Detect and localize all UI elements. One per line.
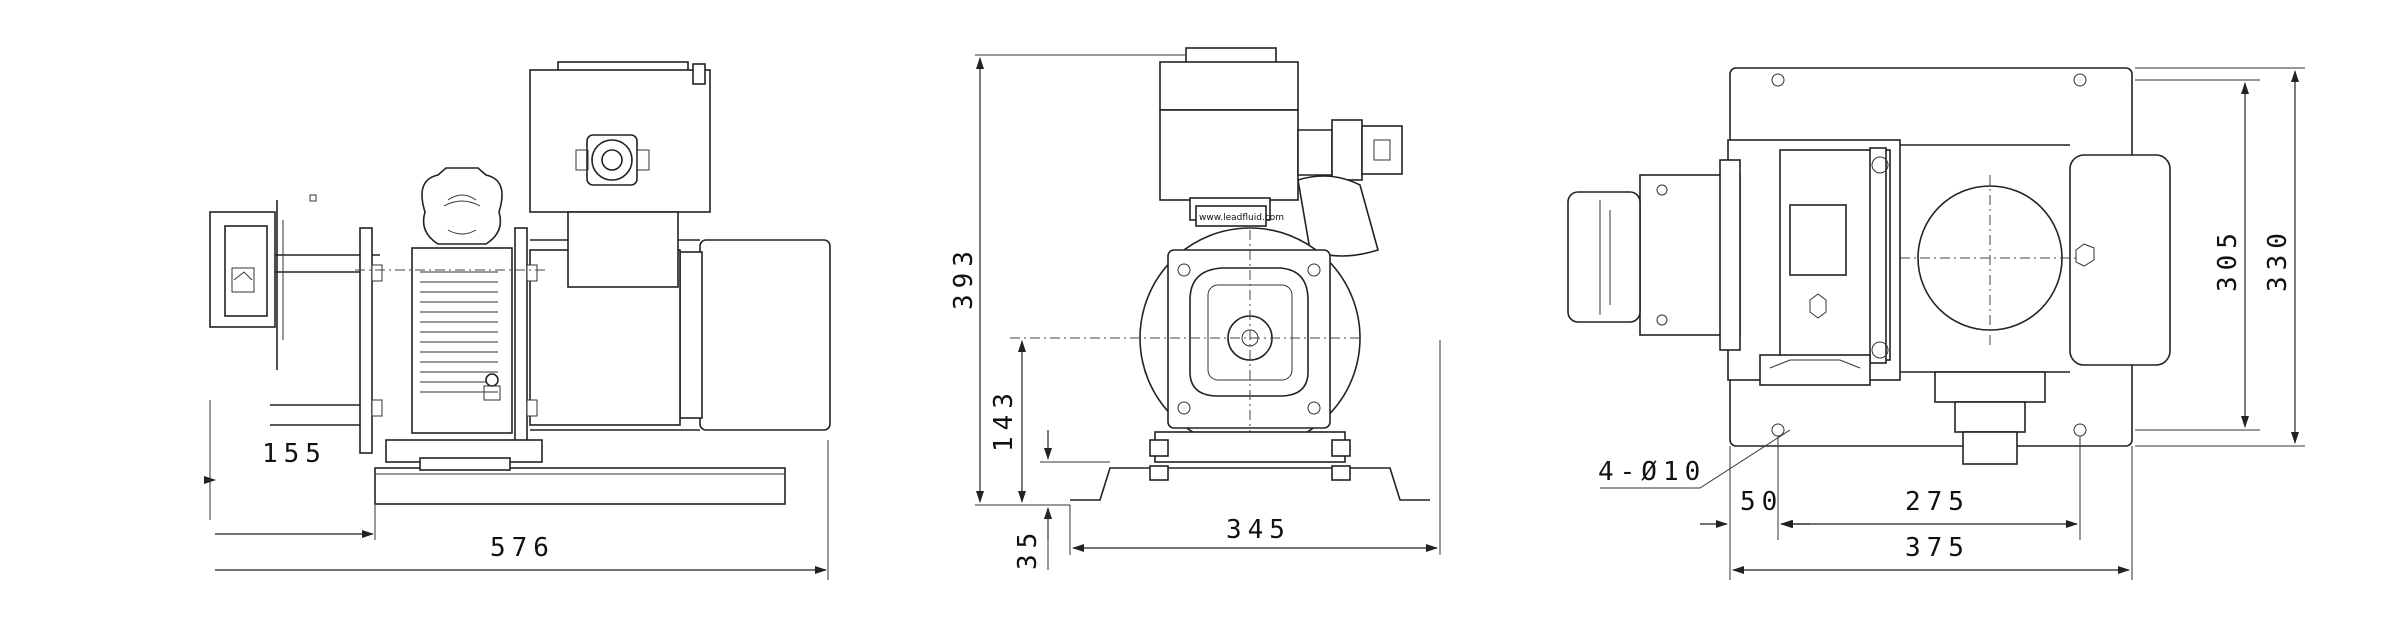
top-view: 4-Ø10 305 330 50 275 375 xyxy=(1567,67,2305,580)
dim-total-width-label: 576 xyxy=(490,533,555,563)
dim-hole-spacing-x-label: 275 xyxy=(1905,487,1970,517)
dim-offset-label: 155 xyxy=(262,439,327,469)
dim-width-total-label: 375 xyxy=(1905,533,1970,563)
dim-base-width-label: 345 xyxy=(1226,515,1291,545)
front-view: www.leadfluid.com 393 143 xyxy=(949,47,1441,570)
cooling-fins xyxy=(420,271,498,393)
dim-center-height-label: 143 xyxy=(989,387,1019,452)
dim-base-height-label: 35 xyxy=(1013,527,1043,570)
dim-depth-total-label: 330 xyxy=(2263,227,2293,292)
dim-total-height-label: 393 xyxy=(949,245,979,310)
hole-spec-label: 4-Ø10 xyxy=(1598,457,1706,487)
side-view: 155 576 xyxy=(204,61,831,580)
dim-hole-spacing-y-label: 305 xyxy=(2213,227,2243,292)
brand-plate-label: www.leadfluid.com xyxy=(1199,213,1284,223)
dim-edge-offset-label: 50 xyxy=(1740,487,1783,517)
